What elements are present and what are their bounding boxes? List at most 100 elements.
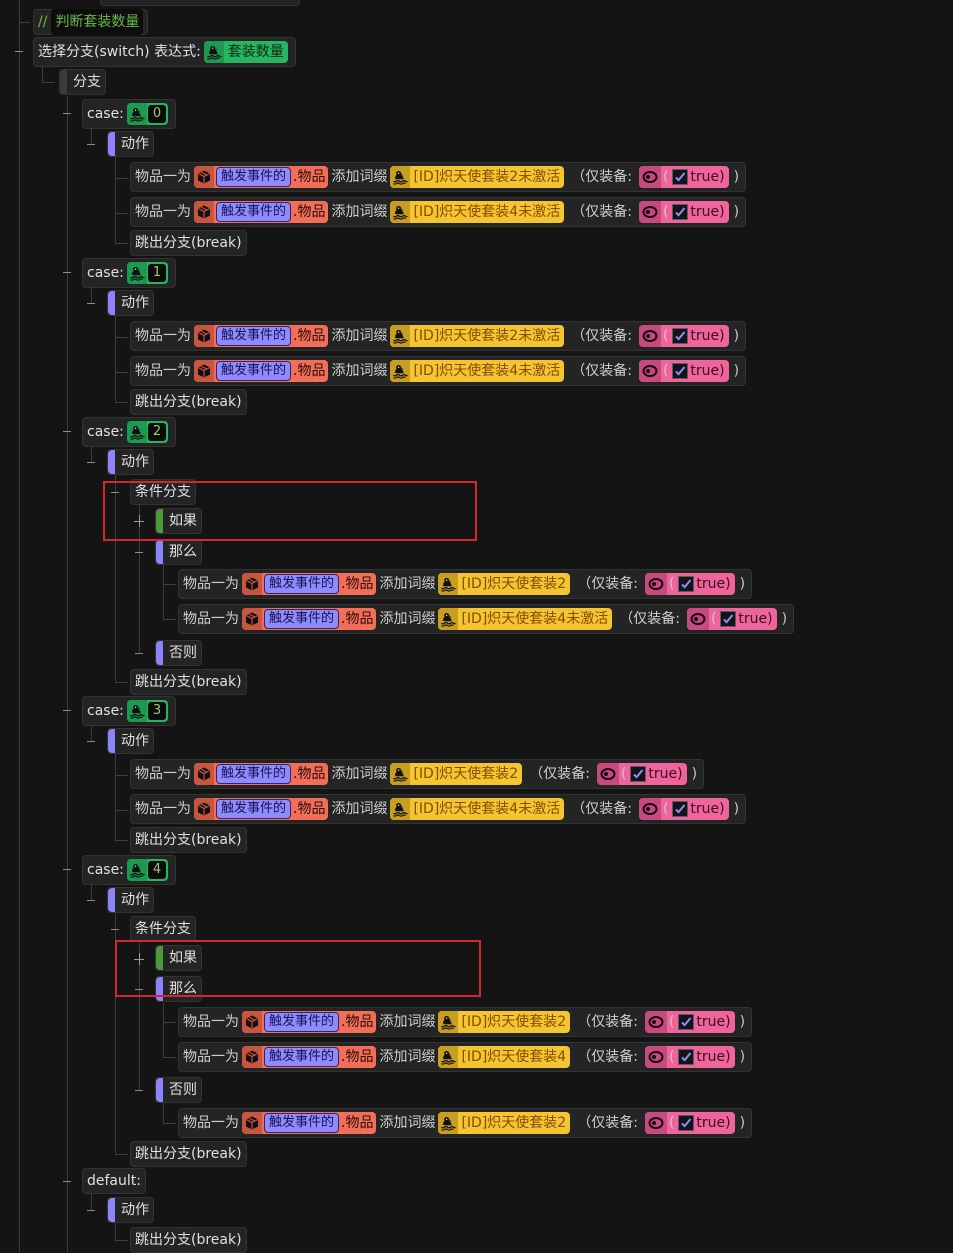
action-node[interactable]: 动作 bbox=[107, 290, 154, 316]
collapse-toggle-icon[interactable] bbox=[61, 425, 73, 437]
equip-only-bool-pill[interactable]: (true) bbox=[638, 798, 729, 820]
trigger-event-pill[interactable]: 触发事件的 bbox=[216, 202, 292, 222]
affix-pill[interactable]: [ID]炽天使套装2未激活 bbox=[390, 325, 565, 347]
item-expression-pill[interactable]: 触发事件的.物品 bbox=[242, 1011, 377, 1033]
trigger-event-pill[interactable]: 触发事件的 bbox=[216, 326, 292, 346]
collapse-toggle-icon[interactable] bbox=[61, 863, 73, 875]
collapse-toggle-icon[interactable] bbox=[85, 735, 97, 747]
trigger-event-pill[interactable]: 触发事件的 bbox=[264, 1047, 340, 1067]
conditional-branch-node[interactable]: 条件分支 bbox=[130, 479, 196, 505]
if-node[interactable]: 如果 bbox=[155, 945, 202, 971]
switch-node[interactable]: 选择分支(switch) 表达式:套装数量 bbox=[33, 37, 296, 67]
equip-only-bool-pill[interactable]: (true) bbox=[644, 1046, 735, 1068]
add-affix-statement[interactable]: 物品一为触发事件的.物品添加词缀[ID]炽天使套装4未激活（仅装备:(true)… bbox=[130, 197, 747, 227]
checkbox-checked-icon[interactable] bbox=[678, 1115, 695, 1131]
item-expression-pill[interactable]: 触发事件的.物品 bbox=[242, 573, 377, 595]
case-node[interactable]: case:1 bbox=[82, 258, 177, 288]
equip-only-bool-pill[interactable]: (true) bbox=[644, 573, 735, 595]
then-node[interactable]: 那么 bbox=[155, 976, 202, 1002]
equip-only-bool-pill[interactable]: (true) bbox=[686, 608, 777, 630]
checkbox-checked-icon[interactable] bbox=[672, 363, 689, 379]
item-expression-pill[interactable]: 触发事件的.物品 bbox=[194, 325, 329, 347]
trigger-event-pill[interactable]: 触发事件的 bbox=[216, 799, 292, 819]
collapse-toggle-icon[interactable] bbox=[61, 266, 73, 278]
trigger-event-pill[interactable]: 触发事件的 bbox=[264, 574, 340, 594]
equip-only-bool-pill[interactable]: (true) bbox=[638, 166, 729, 188]
affix-pill[interactable]: [ID]炽天使套装4未激活 bbox=[390, 360, 565, 382]
item-expression-pill[interactable]: 触发事件的.物品 bbox=[194, 201, 329, 223]
case-value-pill[interactable]: 3 bbox=[126, 700, 169, 722]
trigger-event-pill[interactable]: 触发事件的 bbox=[264, 1012, 340, 1032]
collapse-toggle-icon[interactable] bbox=[85, 894, 97, 906]
collapse-toggle-icon[interactable] bbox=[133, 983, 145, 995]
action-node[interactable]: 动作 bbox=[107, 449, 154, 475]
affix-pill[interactable]: [ID]炽天使套装4未激活 bbox=[438, 608, 613, 630]
break-node[interactable]: 跳出分支(break) bbox=[130, 389, 247, 415]
checkbox-checked-icon[interactable] bbox=[678, 1014, 695, 1030]
action-node[interactable]: 动作 bbox=[107, 1197, 154, 1223]
add-affix-statement[interactable]: 物品一为触发事件的.物品添加词缀[ID]炽天使套装4（仅装备:(true)) bbox=[178, 1042, 753, 1072]
trigger-event-pill[interactable]: 触发事件的 bbox=[216, 167, 292, 187]
case-value[interactable]: 3 bbox=[147, 702, 167, 720]
branch-group-node[interactable]: 分支 bbox=[59, 69, 106, 95]
trigger-event-pill[interactable]: 触发事件的 bbox=[216, 361, 292, 381]
add-affix-statement[interactable]: 物品一为触发事件的.物品添加词缀[ID]炽天使套装4未激活（仅装备:(true)… bbox=[178, 604, 795, 634]
checkbox-checked-icon[interactable] bbox=[672, 801, 689, 817]
collapse-toggle-icon[interactable] bbox=[61, 107, 73, 119]
item-expression-pill[interactable]: 触发事件的.物品 bbox=[242, 608, 377, 630]
collapse-toggle-icon[interactable] bbox=[133, 1084, 145, 1096]
expand-toggle-icon[interactable] bbox=[133, 515, 145, 527]
item-expression-pill[interactable]: 触发事件的.物品 bbox=[242, 1046, 377, 1068]
trigger-event-pill[interactable]: 触发事件的 bbox=[264, 1113, 340, 1133]
checkbox-checked-icon[interactable] bbox=[678, 1049, 695, 1065]
add-affix-statement[interactable]: 物品一为触发事件的.物品添加词缀[ID]炽天使套装2未激活（仅装备:(true)… bbox=[130, 162, 747, 192]
checkbox-checked-icon[interactable] bbox=[672, 204, 689, 220]
expand-toggle-icon[interactable] bbox=[133, 953, 145, 965]
case-value-pill[interactable]: 2 bbox=[126, 421, 169, 443]
comment-node[interactable]: //判断套装数量 bbox=[33, 9, 149, 35]
case-node[interactable]: case:0 bbox=[82, 99, 177, 129]
item-expression-pill[interactable]: 触发事件的.物品 bbox=[194, 360, 329, 382]
then-node[interactable]: 那么 bbox=[155, 539, 202, 565]
collapse-toggle-icon[interactable] bbox=[13, 45, 25, 57]
case-node[interactable]: case:4 bbox=[82, 855, 177, 885]
collapse-toggle-icon[interactable] bbox=[61, 1175, 73, 1187]
switch-expression-pill[interactable]: 套装数量 bbox=[203, 41, 288, 63]
checkbox-checked-icon[interactable] bbox=[672, 328, 689, 344]
collapse-toggle-icon[interactable] bbox=[85, 456, 97, 468]
if-node[interactable]: 如果 bbox=[155, 508, 202, 534]
checkbox-checked-icon[interactable] bbox=[678, 576, 695, 592]
equip-only-bool-pill[interactable]: (true) bbox=[644, 1011, 735, 1033]
collapse-toggle-icon[interactable] bbox=[109, 486, 121, 498]
collapse-toggle-icon[interactable] bbox=[133, 546, 145, 558]
affix-pill[interactable]: [ID]炽天使套装2 bbox=[438, 1112, 571, 1134]
collapse-toggle-icon[interactable] bbox=[61, 704, 73, 716]
case-value-pill[interactable]: 1 bbox=[126, 262, 169, 284]
checkbox-checked-icon[interactable] bbox=[720, 611, 737, 627]
equip-only-bool-pill[interactable]: (true) bbox=[596, 763, 687, 785]
collapse-toggle-icon[interactable] bbox=[85, 1204, 97, 1216]
add-affix-statement[interactable]: 物品一为触发事件的.物品添加词缀[ID]炽天使套装2（仅装备:(true)) bbox=[178, 1007, 753, 1037]
add-affix-statement[interactable]: 物品一为触发事件的.物品添加词缀[ID]炽天使套装2（仅装备:(true)) bbox=[178, 569, 753, 599]
case-value-pill[interactable]: 4 bbox=[126, 859, 169, 881]
affix-pill[interactable]: [ID]炽天使套装2未激活 bbox=[390, 166, 565, 188]
break-node[interactable]: 跳出分支(break) bbox=[130, 1227, 247, 1253]
affix-pill[interactable]: [ID]炽天使套装2 bbox=[438, 1011, 571, 1033]
item-expression-pill[interactable]: 触发事件的.物品 bbox=[194, 166, 329, 188]
add-affix-statement[interactable]: 物品一为触发事件的.物品添加词缀[ID]炽天使套装4未激活（仅装备:(true)… bbox=[130, 794, 747, 824]
affix-pill[interactable]: [ID]炽天使套装4 bbox=[438, 1046, 571, 1068]
case-value[interactable]: 2 bbox=[147, 423, 167, 441]
conditional-branch-node[interactable]: 条件分支 bbox=[130, 916, 196, 942]
case-value-pill[interactable]: 0 bbox=[126, 103, 169, 125]
affix-pill[interactable]: [ID]炽天使套装4未激活 bbox=[390, 798, 565, 820]
break-node[interactable]: 跳出分支(break) bbox=[130, 1141, 247, 1167]
trigger-event-pill[interactable]: 触发事件的 bbox=[264, 609, 340, 629]
default-node[interactable]: default: bbox=[82, 1168, 146, 1194]
add-affix-statement[interactable]: 物品一为触发事件的.物品添加词缀[ID]炽天使套装2（仅装备:(true)) bbox=[130, 759, 705, 789]
break-node[interactable]: 跳出分支(break) bbox=[130, 669, 247, 695]
collapse-toggle-icon[interactable] bbox=[85, 297, 97, 309]
item-expression-pill[interactable]: 触发事件的.物品 bbox=[194, 798, 329, 820]
affix-pill[interactable]: [ID]炽天使套装2 bbox=[438, 573, 571, 595]
action-node[interactable]: 动作 bbox=[107, 131, 154, 157]
case-value[interactable]: 0 bbox=[147, 105, 167, 123]
